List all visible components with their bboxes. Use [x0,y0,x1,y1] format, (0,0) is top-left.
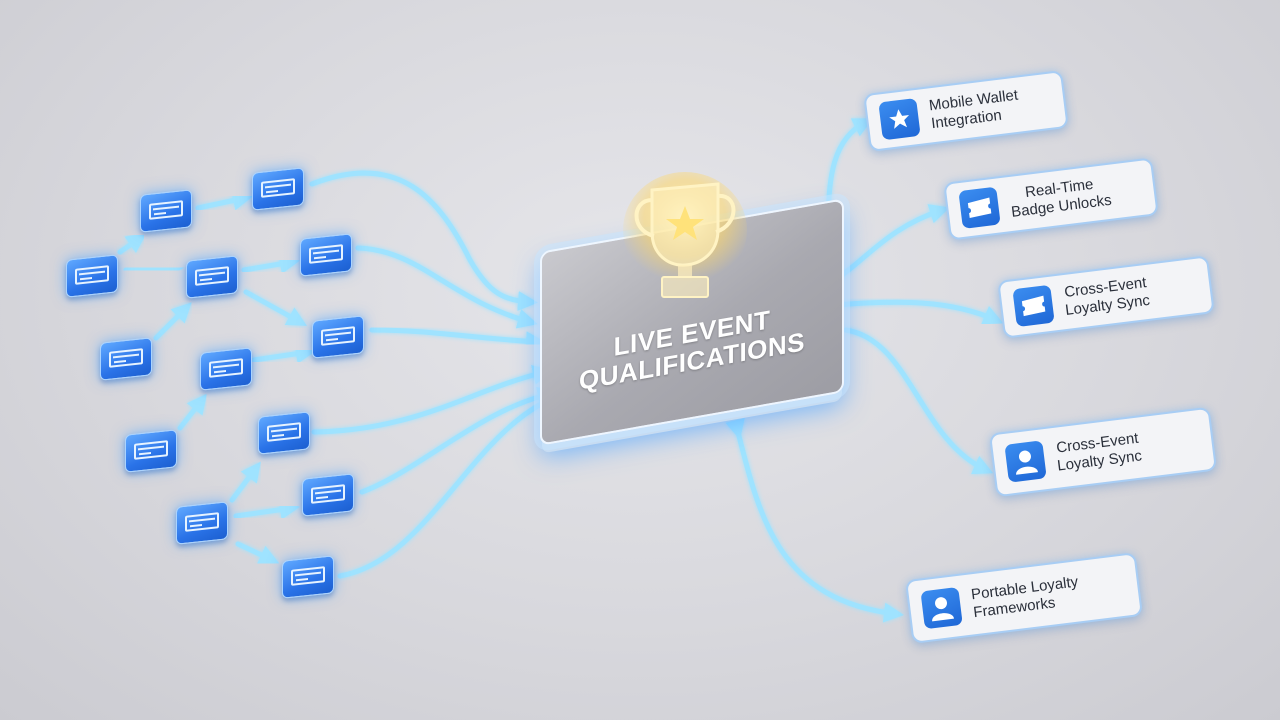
destination-label: Portable Loyalty Frameworks [970,573,1080,622]
destination-portable-frameworks: Portable Loyalty Frameworks [904,552,1144,644]
card-icon [267,422,301,442]
card-icon [321,326,355,346]
destination-label: Real-Time Badge Unlocks [1010,175,1113,221]
destination-label: Cross-Event Loyalty Sync [1055,429,1143,475]
card-icon [311,484,345,504]
source-card [312,315,364,359]
source-card [252,167,304,211]
destination-badge-unlocks: Real-Time Badge Unlocks [943,157,1159,241]
card-icon [185,512,219,532]
source-card [186,255,238,299]
source-card [140,189,192,233]
source-card [176,501,228,545]
source-card [125,429,177,473]
card-icon [209,358,243,378]
card-icon [291,566,325,586]
destination-mobile-wallet: Mobile Wallet Integration [863,70,1069,152]
card-icon [149,200,183,220]
source-card [282,555,334,599]
destination-label: Cross-Event Loyalty Sync [1063,274,1151,319]
source-card [302,473,354,517]
source-card [258,411,310,455]
ticket-icon [958,186,1001,229]
source-card [200,347,252,391]
user-icon [1004,440,1047,483]
user-icon [920,586,963,630]
source-card [300,233,352,277]
trophy-icon [623,172,747,298]
destination-loyalty-sync-ticket: Cross-Event Loyalty Sync [997,255,1215,339]
card-icon [134,440,168,460]
card-icon [109,348,143,368]
card-icon [309,244,343,264]
card-icon [75,265,109,285]
source-card [66,254,118,298]
destination-loyalty-sync-user: Cross-Event Loyalty Sync [988,406,1218,498]
source-card [100,337,152,381]
card-icon [261,178,295,198]
star-icon [878,97,921,141]
card-icon [195,266,229,286]
ticket-icon [1012,284,1055,328]
destination-label: Mobile Wallet Integration [928,86,1019,133]
